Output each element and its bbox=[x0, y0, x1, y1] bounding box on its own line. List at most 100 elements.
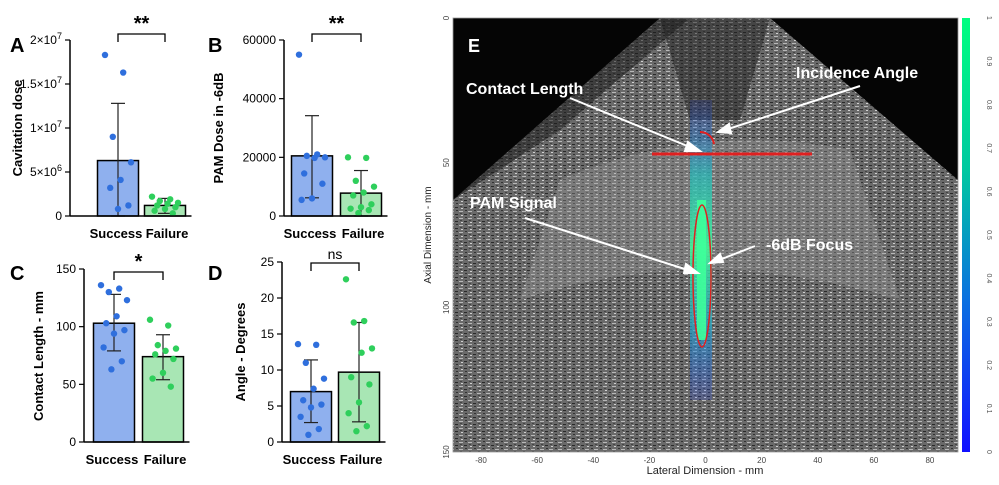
y-tick-label: 15 bbox=[261, 327, 275, 341]
panel-letter-a: A bbox=[10, 35, 24, 57]
y-tick-label: 20000 bbox=[243, 150, 277, 164]
data-point bbox=[162, 347, 169, 355]
category-label: Failure bbox=[342, 226, 385, 241]
x-tick-label: -60 bbox=[531, 456, 543, 465]
y-tick-label: 50 bbox=[442, 158, 451, 167]
data-point bbox=[301, 170, 308, 177]
data-point bbox=[152, 351, 159, 358]
data-point bbox=[363, 154, 370, 162]
y-axis-label: PAM Dose in -6dB bbox=[211, 73, 226, 184]
colorbar-tick-label: 0.4 bbox=[985, 274, 992, 284]
y-tick-label: 60000 bbox=[243, 33, 277, 47]
y-tick-label: 0 bbox=[69, 435, 76, 449]
data-point bbox=[358, 349, 365, 356]
data-point bbox=[100, 344, 107, 351]
data-point bbox=[321, 154, 329, 161]
colorbar-tick-label: 0.7 bbox=[985, 143, 992, 153]
data-point bbox=[113, 313, 120, 320]
data-point bbox=[308, 195, 316, 202]
data-point bbox=[154, 341, 161, 349]
data-point bbox=[121, 326, 128, 334]
data-point bbox=[151, 207, 158, 214]
data-point bbox=[357, 204, 365, 211]
data-point bbox=[165, 322, 172, 329]
data-point bbox=[305, 431, 312, 438]
data-point bbox=[125, 202, 132, 209]
y-tick-label: 100 bbox=[442, 300, 451, 314]
data-point bbox=[347, 205, 354, 212]
data-point bbox=[118, 358, 126, 365]
data-point bbox=[313, 341, 320, 348]
data-point bbox=[103, 320, 110, 327]
colorbar bbox=[962, 18, 970, 452]
x-tick-label: -40 bbox=[587, 456, 599, 465]
y-tick-label: 20 bbox=[261, 291, 275, 305]
significance-label: ns bbox=[328, 246, 343, 262]
y-tick-label: 1.5×107 bbox=[20, 75, 62, 91]
colorbar-tick-label: 0.8 bbox=[985, 100, 992, 110]
data-point bbox=[353, 428, 360, 435]
colorbar-tick-label: 0 bbox=[985, 450, 992, 454]
data-point bbox=[148, 193, 156, 200]
data-point bbox=[116, 285, 123, 292]
data-point bbox=[146, 316, 154, 323]
panel-e-ultrasound-image: E Contact Length Incidence Angle PAM Sig… bbox=[423, 15, 992, 477]
data-point bbox=[169, 210, 176, 217]
annotation-arrows bbox=[524, 85, 861, 274]
y-tick-label: 10 bbox=[261, 363, 275, 377]
data-point bbox=[108, 366, 115, 373]
data-point bbox=[350, 192, 357, 199]
data-point bbox=[295, 51, 303, 58]
colorbar-tick-label: 0.5 bbox=[985, 230, 992, 240]
y-tick-label: 1×107 bbox=[30, 119, 62, 135]
data-point bbox=[172, 345, 180, 352]
label-6db-focus: -6dB Focus bbox=[766, 237, 853, 254]
incidence-angle-arc bbox=[699, 130, 715, 145]
data-point bbox=[307, 404, 315, 411]
data-point bbox=[107, 184, 114, 192]
data-point bbox=[366, 381, 373, 388]
significance-bracket bbox=[310, 262, 360, 271]
category-label: Failure bbox=[146, 226, 189, 241]
data-point bbox=[355, 209, 362, 217]
panel-e-y-axis-label: Axial Dimension - mm bbox=[423, 186, 434, 283]
y-tick-label: 25 bbox=[261, 255, 275, 269]
panel-letter-e: E bbox=[468, 36, 480, 56]
data-point bbox=[342, 276, 350, 283]
colorbar-tick-label: 0.1 bbox=[985, 404, 992, 414]
data-point bbox=[355, 399, 363, 406]
data-point bbox=[368, 201, 375, 208]
data-point bbox=[154, 202, 161, 209]
y-tick-label: 150 bbox=[56, 262, 76, 276]
data-point bbox=[310, 385, 317, 392]
y-tick-label: 2×107 bbox=[30, 31, 62, 47]
data-point bbox=[315, 425, 322, 433]
data-point bbox=[164, 200, 171, 207]
x-tick-label: 20 bbox=[757, 456, 766, 465]
data-point bbox=[105, 288, 113, 296]
data-point bbox=[170, 355, 177, 363]
y-tick-label: 40000 bbox=[243, 92, 277, 106]
data-point bbox=[167, 383, 174, 390]
data-point bbox=[300, 397, 307, 404]
data-point bbox=[361, 317, 368, 325]
x-tick-label: -20 bbox=[644, 456, 656, 465]
data-point bbox=[348, 374, 355, 381]
colorbar-tick-label: 1 bbox=[985, 16, 992, 20]
category-label: Success bbox=[284, 226, 337, 241]
colorbar-tick-label: 0.6 bbox=[985, 187, 992, 197]
colorbar-ticks: 10.90.80.70.60.50.40.30.20.10 bbox=[985, 16, 992, 454]
y-axis-label: Angle - Degrees bbox=[233, 303, 248, 402]
x-tick-label: 40 bbox=[813, 456, 822, 465]
y-tick-label: 100 bbox=[56, 320, 76, 334]
data-point bbox=[365, 206, 372, 214]
data-point bbox=[344, 154, 352, 161]
data-point bbox=[123, 296, 131, 304]
y-tick-label: 0 bbox=[267, 435, 274, 449]
x-tick-label: -80 bbox=[475, 456, 487, 465]
